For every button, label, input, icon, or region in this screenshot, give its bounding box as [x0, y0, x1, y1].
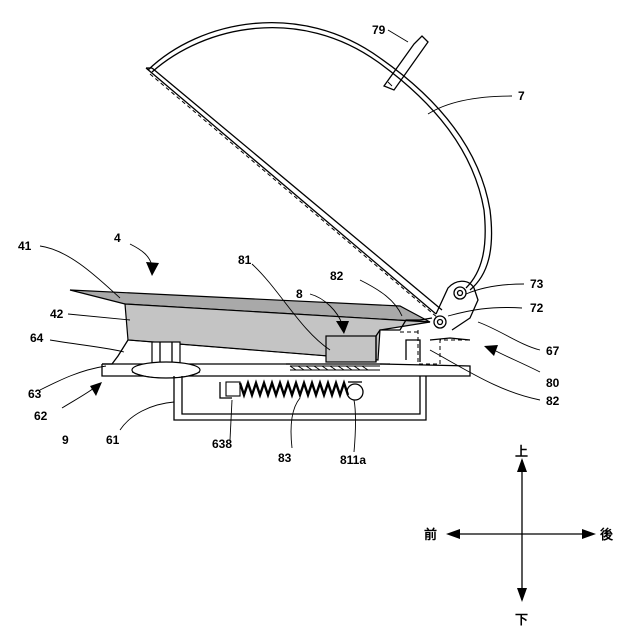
label-82-top: 82: [330, 269, 344, 283]
label-7: 7: [518, 89, 525, 103]
direction-up-label: 上: [515, 445, 528, 460]
label-80: 80: [546, 376, 560, 390]
label-4: 4: [114, 231, 121, 245]
arrow-left-icon: [446, 529, 460, 539]
spring-83: [226, 382, 363, 400]
label-73: 73: [530, 277, 544, 291]
handle-79: [384, 36, 428, 90]
lid-7: [146, 23, 492, 330]
label-62: 62: [34, 409, 48, 423]
label-83: 83: [278, 451, 292, 465]
label-61: 61: [106, 433, 120, 447]
label-42: 42: [50, 307, 64, 321]
direction-indicator: 上 下 前 後: [424, 445, 614, 628]
arrow-down-icon: [517, 588, 527, 602]
label-81: 81: [238, 253, 252, 267]
direction-front-label: 前: [424, 527, 437, 543]
label-9: 9: [62, 433, 69, 447]
label-79: 79: [372, 23, 386, 37]
label-64: 64: [30, 331, 44, 345]
label-72: 72: [530, 301, 544, 315]
label-8: 8: [296, 287, 303, 301]
label-41: 41: [18, 239, 32, 253]
label-82-bottom: 82: [546, 394, 560, 408]
arrow-up-icon: [517, 458, 527, 472]
label-63: 63: [28, 387, 42, 401]
label-638: 638: [212, 437, 232, 451]
direction-back-label: 後: [600, 527, 614, 543]
label-67: 67: [546, 344, 560, 358]
hinge-73: [454, 287, 466, 299]
arrow-right-icon: [582, 529, 596, 539]
slide-rail: [286, 364, 390, 370]
reference-labels: 79 7 4 41 81 82 73 8 72 42 64 67 80 63 8…: [18, 23, 560, 467]
foot-64: [102, 340, 200, 378]
hinge-72: [434, 316, 446, 328]
direction-down-label: 下: [515, 613, 528, 628]
label-811a: 811a: [340, 453, 366, 467]
